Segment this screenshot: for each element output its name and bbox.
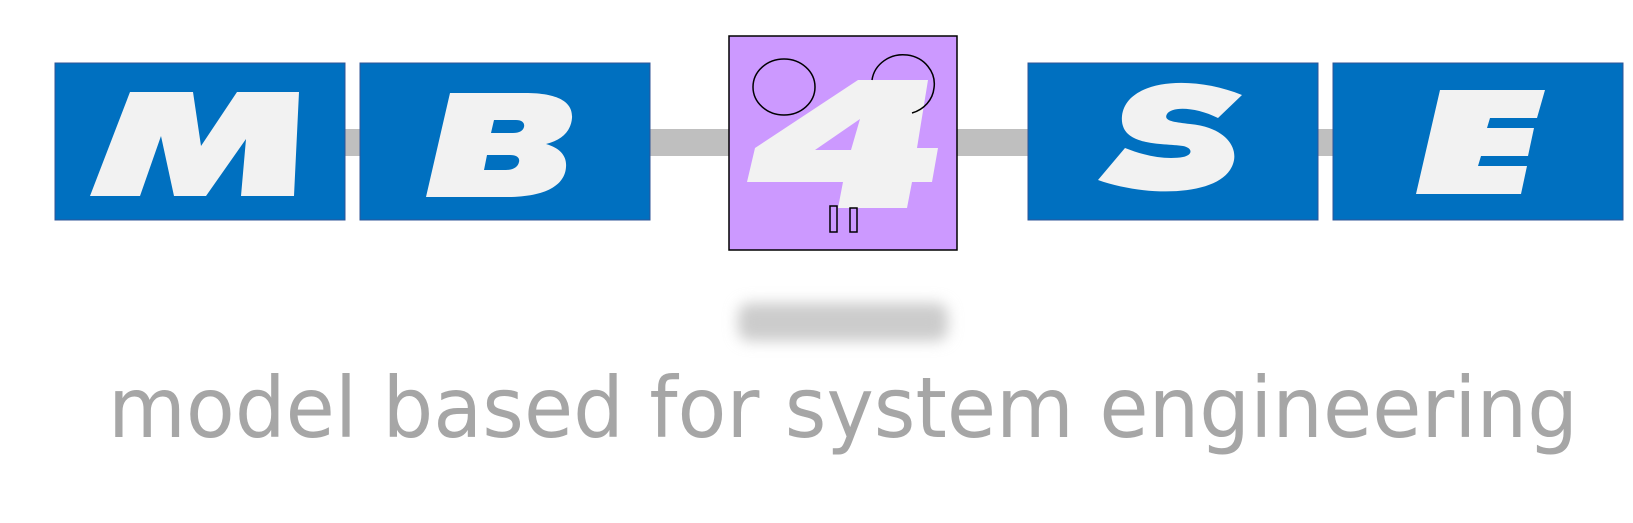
tile-4-shadow	[738, 303, 948, 341]
letter-s-glyph	[1098, 82, 1242, 192]
tile-s	[1027, 62, 1319, 221]
decorative-circle-right	[871, 53, 936, 114]
tile-b	[359, 62, 651, 221]
letter-b-glyph	[426, 93, 573, 197]
decorative-bar-right	[849, 207, 858, 233]
decorative-bar-left	[829, 205, 838, 233]
letter-e-glyph	[1416, 90, 1545, 194]
tile-m	[54, 62, 346, 221]
digit-4: 4	[839, 142, 847, 153]
letter-m: M	[190, 142, 200, 153]
digit-4-glyph	[747, 80, 938, 208]
tile-4	[728, 35, 958, 251]
decorative-circle-left	[752, 58, 816, 116]
tile-e	[1332, 62, 1624, 221]
letter-s: S	[1170, 142, 1177, 153]
tagline: model based for system engineering	[108, 359, 1578, 457]
letter-m-glyph	[90, 92, 299, 196]
letter-e: E	[1480, 142, 1487, 153]
letter-b: B	[500, 142, 508, 153]
